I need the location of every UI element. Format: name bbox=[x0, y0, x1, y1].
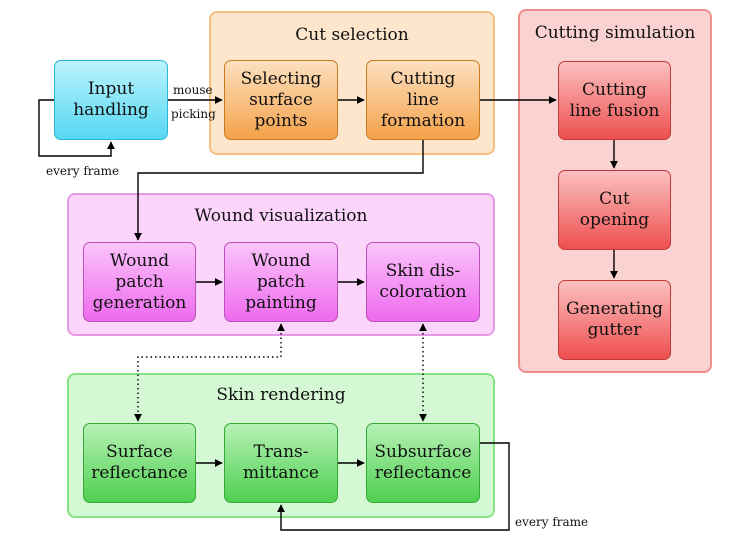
label-mouse: mouse bbox=[173, 83, 213, 97]
label-picking: picking bbox=[171, 107, 216, 121]
node-wound-patch-generation: Wound patch generation bbox=[83, 242, 196, 322]
node-skin-discoloration: Skin dis- coloration bbox=[366, 242, 480, 322]
node-subsurface-reflectance: Subsurface reflectance bbox=[366, 423, 480, 503]
label-every-frame-render: every frame bbox=[515, 515, 589, 529]
node-wound-patch-painting: Wound patch painting bbox=[224, 242, 338, 322]
label-every-frame-input: every frame bbox=[46, 164, 120, 178]
edge-formation-to-wound-generation bbox=[134, 140, 424, 241]
node-selecting-surface-points: Selecting surface points bbox=[224, 60, 338, 140]
node-generating-gutter: Generating gutter bbox=[558, 280, 671, 360]
node-input-handling: Input handling bbox=[54, 60, 168, 140]
node-transmittance: Trans- mittance bbox=[224, 423, 338, 503]
node-cut-opening: Cut opening bbox=[558, 170, 671, 250]
edge-render-every-frame bbox=[277, 442, 510, 531]
edge-painting-surface-dotted bbox=[134, 323, 285, 422]
edge-input-every-frame bbox=[38, 99, 115, 157]
node-cutting-line-formation: Cutting line formation bbox=[366, 60, 480, 140]
node-surface-reflectance: Surface reflectance bbox=[83, 423, 196, 503]
group-title-wound-visualization: Wound visualization bbox=[194, 206, 368, 226]
node-cutting-line-fusion: Cutting line fusion bbox=[558, 61, 671, 140]
group-title-cutting-simulation: Cutting simulation bbox=[534, 23, 696, 43]
group-title-cut-selection: Cut selection bbox=[295, 25, 409, 45]
